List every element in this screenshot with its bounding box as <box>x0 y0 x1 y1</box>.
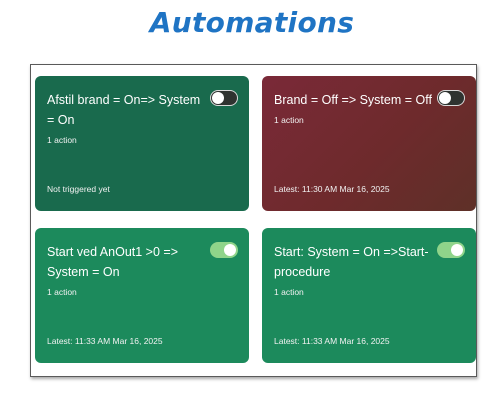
automation-trigger-status: Latest: 11:33 AM Mar 16, 2025 <box>47 336 163 346</box>
automation-trigger-status: Not triggered yet <box>47 184 110 194</box>
automation-card[interactable]: Start: System = On =>Start-procedure 1 a… <box>262 228 476 363</box>
automation-action-count: 1 action <box>47 135 77 145</box>
automation-trigger-status: Latest: 11:33 AM Mar 16, 2025 <box>274 336 390 346</box>
enable-toggle[interactable] <box>437 242 465 258</box>
enable-toggle[interactable] <box>437 90 465 106</box>
automation-title: Brand = Off => System = Off <box>274 93 432 107</box>
automation-card[interactable]: Brand = Off => System = Off 1 action Lat… <box>262 76 476 211</box>
toggle-knob <box>451 244 463 256</box>
enable-toggle[interactable] <box>210 90 238 106</box>
automation-card[interactable]: Afstil brand = On=> System = On 1 action… <box>35 76 249 211</box>
automation-action-count: 1 action <box>274 115 304 125</box>
automation-title: Start: System = On =>Start-procedure <box>274 245 429 279</box>
toggle-knob <box>439 92 451 104</box>
automation-trigger-status: Latest: 11:30 AM Mar 16, 2025 <box>274 184 390 194</box>
automation-action-count: 1 action <box>274 287 304 297</box>
toggle-knob <box>224 244 236 256</box>
toggle-knob <box>212 92 224 104</box>
page-title: Automations <box>149 6 355 39</box>
automation-title: Afstil brand = On=> System = On <box>47 93 201 127</box>
automation-title: Start ved AnOut1 >0 => System = On <box>47 245 178 279</box>
automations-panel: Afstil brand = On=> System = On 1 action… <box>30 64 477 377</box>
automation-action-count: 1 action <box>47 287 77 297</box>
automation-card[interactable]: Start ved AnOut1 >0 => System = On 1 act… <box>35 228 249 363</box>
enable-toggle[interactable] <box>210 242 238 258</box>
